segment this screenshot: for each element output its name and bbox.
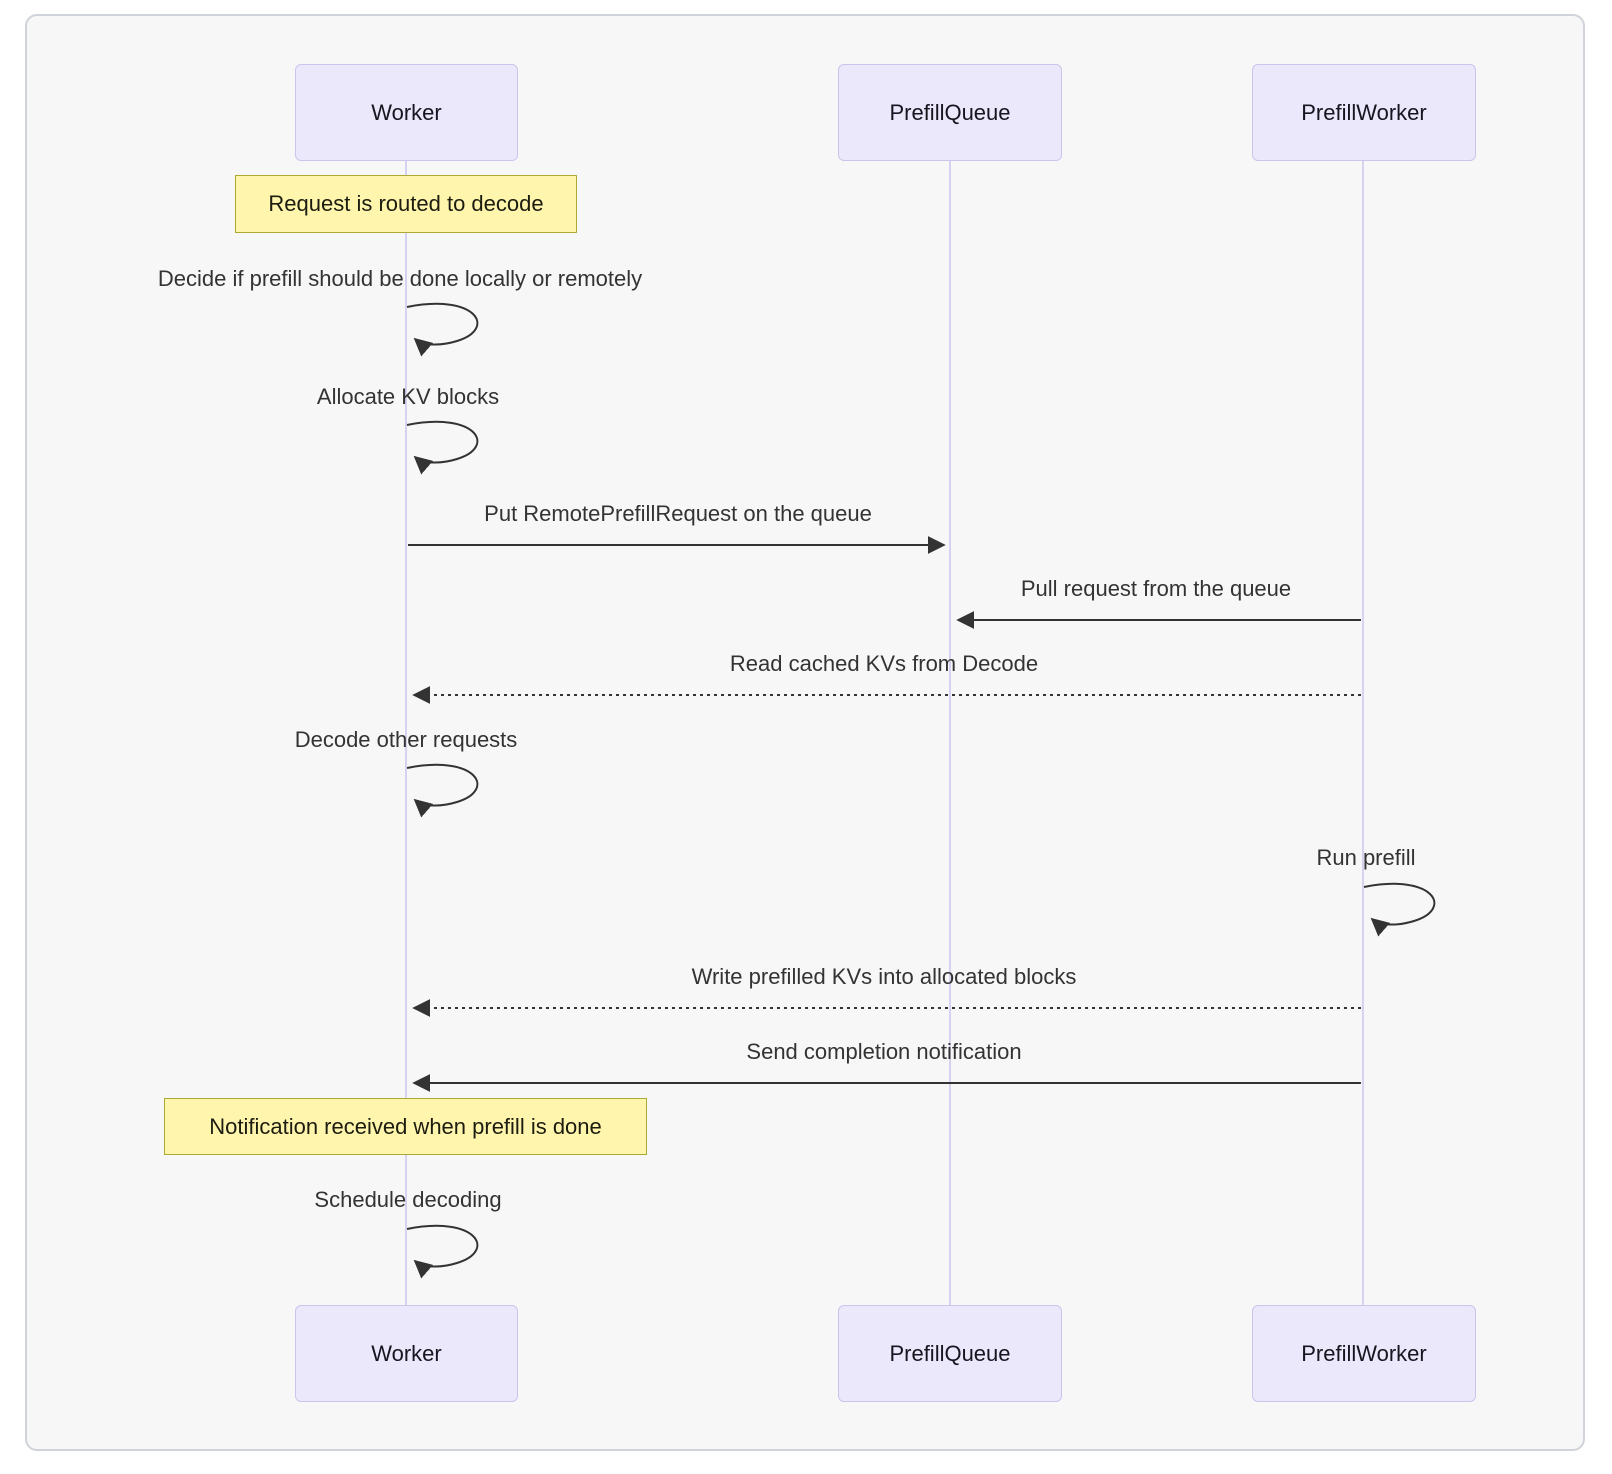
note-request-routed-text: Request is routed to decode bbox=[268, 191, 544, 216]
actor-top-prefillqueue-label: PrefillQueue bbox=[889, 99, 1011, 125]
actor-top-prefillqueue: PrefillQueue bbox=[838, 64, 1062, 161]
lifeline-worker bbox=[405, 161, 407, 1305]
actor-bottom-prefillqueue-label: PrefillQueue bbox=[889, 1340, 1011, 1366]
note-request-routed: Request is routed to decode bbox=[235, 175, 577, 233]
actor-bottom-prefillworker-label: PrefillWorker bbox=[1301, 1340, 1427, 1366]
message-label-pull-request: Pull request from the queue bbox=[1020, 576, 1292, 601]
note-notification-received-text: Notification received when prefill is do… bbox=[209, 1113, 602, 1139]
actor-bottom-worker-label: Worker bbox=[371, 1340, 442, 1366]
actor-top-worker-label: Worker bbox=[371, 99, 442, 125]
actor-top-prefillworker: PrefillWorker bbox=[1252, 64, 1476, 161]
message-label-schedule-decoding: Schedule decoding bbox=[314, 1187, 502, 1212]
note-notification-received: Notification received when prefill is do… bbox=[164, 1098, 647, 1155]
actor-bottom-worker: Worker bbox=[295, 1305, 518, 1402]
diagram-canvas bbox=[25, 14, 1585, 1451]
message-label-decode-other: Decode other requests bbox=[294, 727, 518, 752]
message-label-write-prefilled-kvs: Write prefilled KVs into allocated block… bbox=[691, 964, 1077, 989]
message-label-send-completion: Send completion notification bbox=[746, 1039, 1022, 1064]
message-label-put-remoteprefillrequest: Put RemotePrefillRequest on the queue bbox=[484, 501, 872, 526]
message-label-run-prefill: Run prefill bbox=[1316, 845, 1416, 870]
actor-top-worker: Worker bbox=[295, 64, 518, 161]
lifeline-prefillqueue bbox=[949, 161, 951, 1305]
message-label-read-cached-kvs: Read cached KVs from Decode bbox=[729, 651, 1039, 676]
lifeline-prefillworker bbox=[1362, 161, 1364, 1305]
actor-bottom-prefillworker: PrefillWorker bbox=[1252, 1305, 1476, 1402]
actor-top-prefillworker-label: PrefillWorker bbox=[1301, 99, 1427, 125]
message-label-decide-prefill: Decide if prefill should be done locally… bbox=[157, 266, 643, 291]
message-label-allocate-kv: Allocate KV blocks bbox=[316, 384, 500, 409]
actor-bottom-prefillqueue: PrefillQueue bbox=[838, 1305, 1062, 1402]
